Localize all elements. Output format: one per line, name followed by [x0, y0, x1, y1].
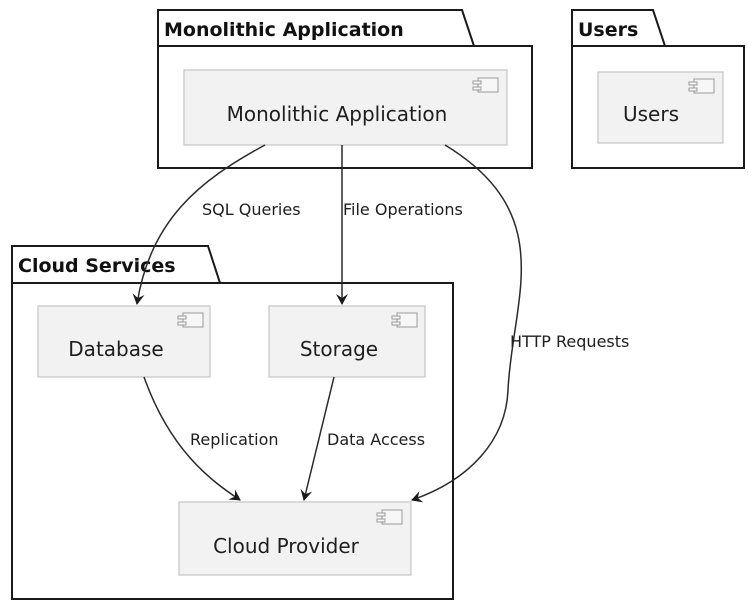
component-icon [391, 312, 418, 328]
edge-label: SQL Queries [202, 200, 301, 219]
component-icon [472, 77, 499, 93]
component-label: Monolithic Application [227, 102, 448, 126]
package-title: Monolithic Application [164, 19, 404, 41]
package-title: Users [578, 19, 638, 41]
edge-data-access: Data Access [300, 376, 425, 501]
component-database[interactable]: Database [37, 305, 211, 378]
edge-label: HTTP Requests [510, 332, 629, 351]
component-icon [688, 78, 715, 94]
component-icon [177, 312, 204, 328]
component-icon [376, 509, 403, 525]
edge-label: Data Access [327, 430, 425, 449]
component-cloud-provider[interactable]: Cloud Provider [178, 501, 412, 576]
package-title: Cloud Services [18, 255, 176, 277]
component-monolithic-application[interactable]: Monolithic Application [183, 69, 508, 146]
edge-line [132, 144, 266, 305]
edge-line [143, 376, 241, 501]
edge-line [411, 144, 522, 503]
edge-http-requests: HTTP Requests [411, 144, 629, 503]
edge-file-operations: File Operations [336, 145, 463, 305]
edge-replication: Replication [143, 376, 279, 501]
component-label: Database [68, 337, 163, 361]
component-label: Users [623, 102, 679, 126]
component-users[interactable]: Users [597, 71, 724, 144]
edge-sql-queries: SQL Queries [132, 144, 301, 305]
edge-line [300, 376, 335, 501]
component-label: Storage [300, 337, 378, 361]
edge-label: Replication [190, 430, 279, 449]
component-storage[interactable]: Storage [268, 305, 426, 378]
component-label: Cloud Provider [213, 534, 360, 558]
edge-label: File Operations [343, 200, 463, 219]
